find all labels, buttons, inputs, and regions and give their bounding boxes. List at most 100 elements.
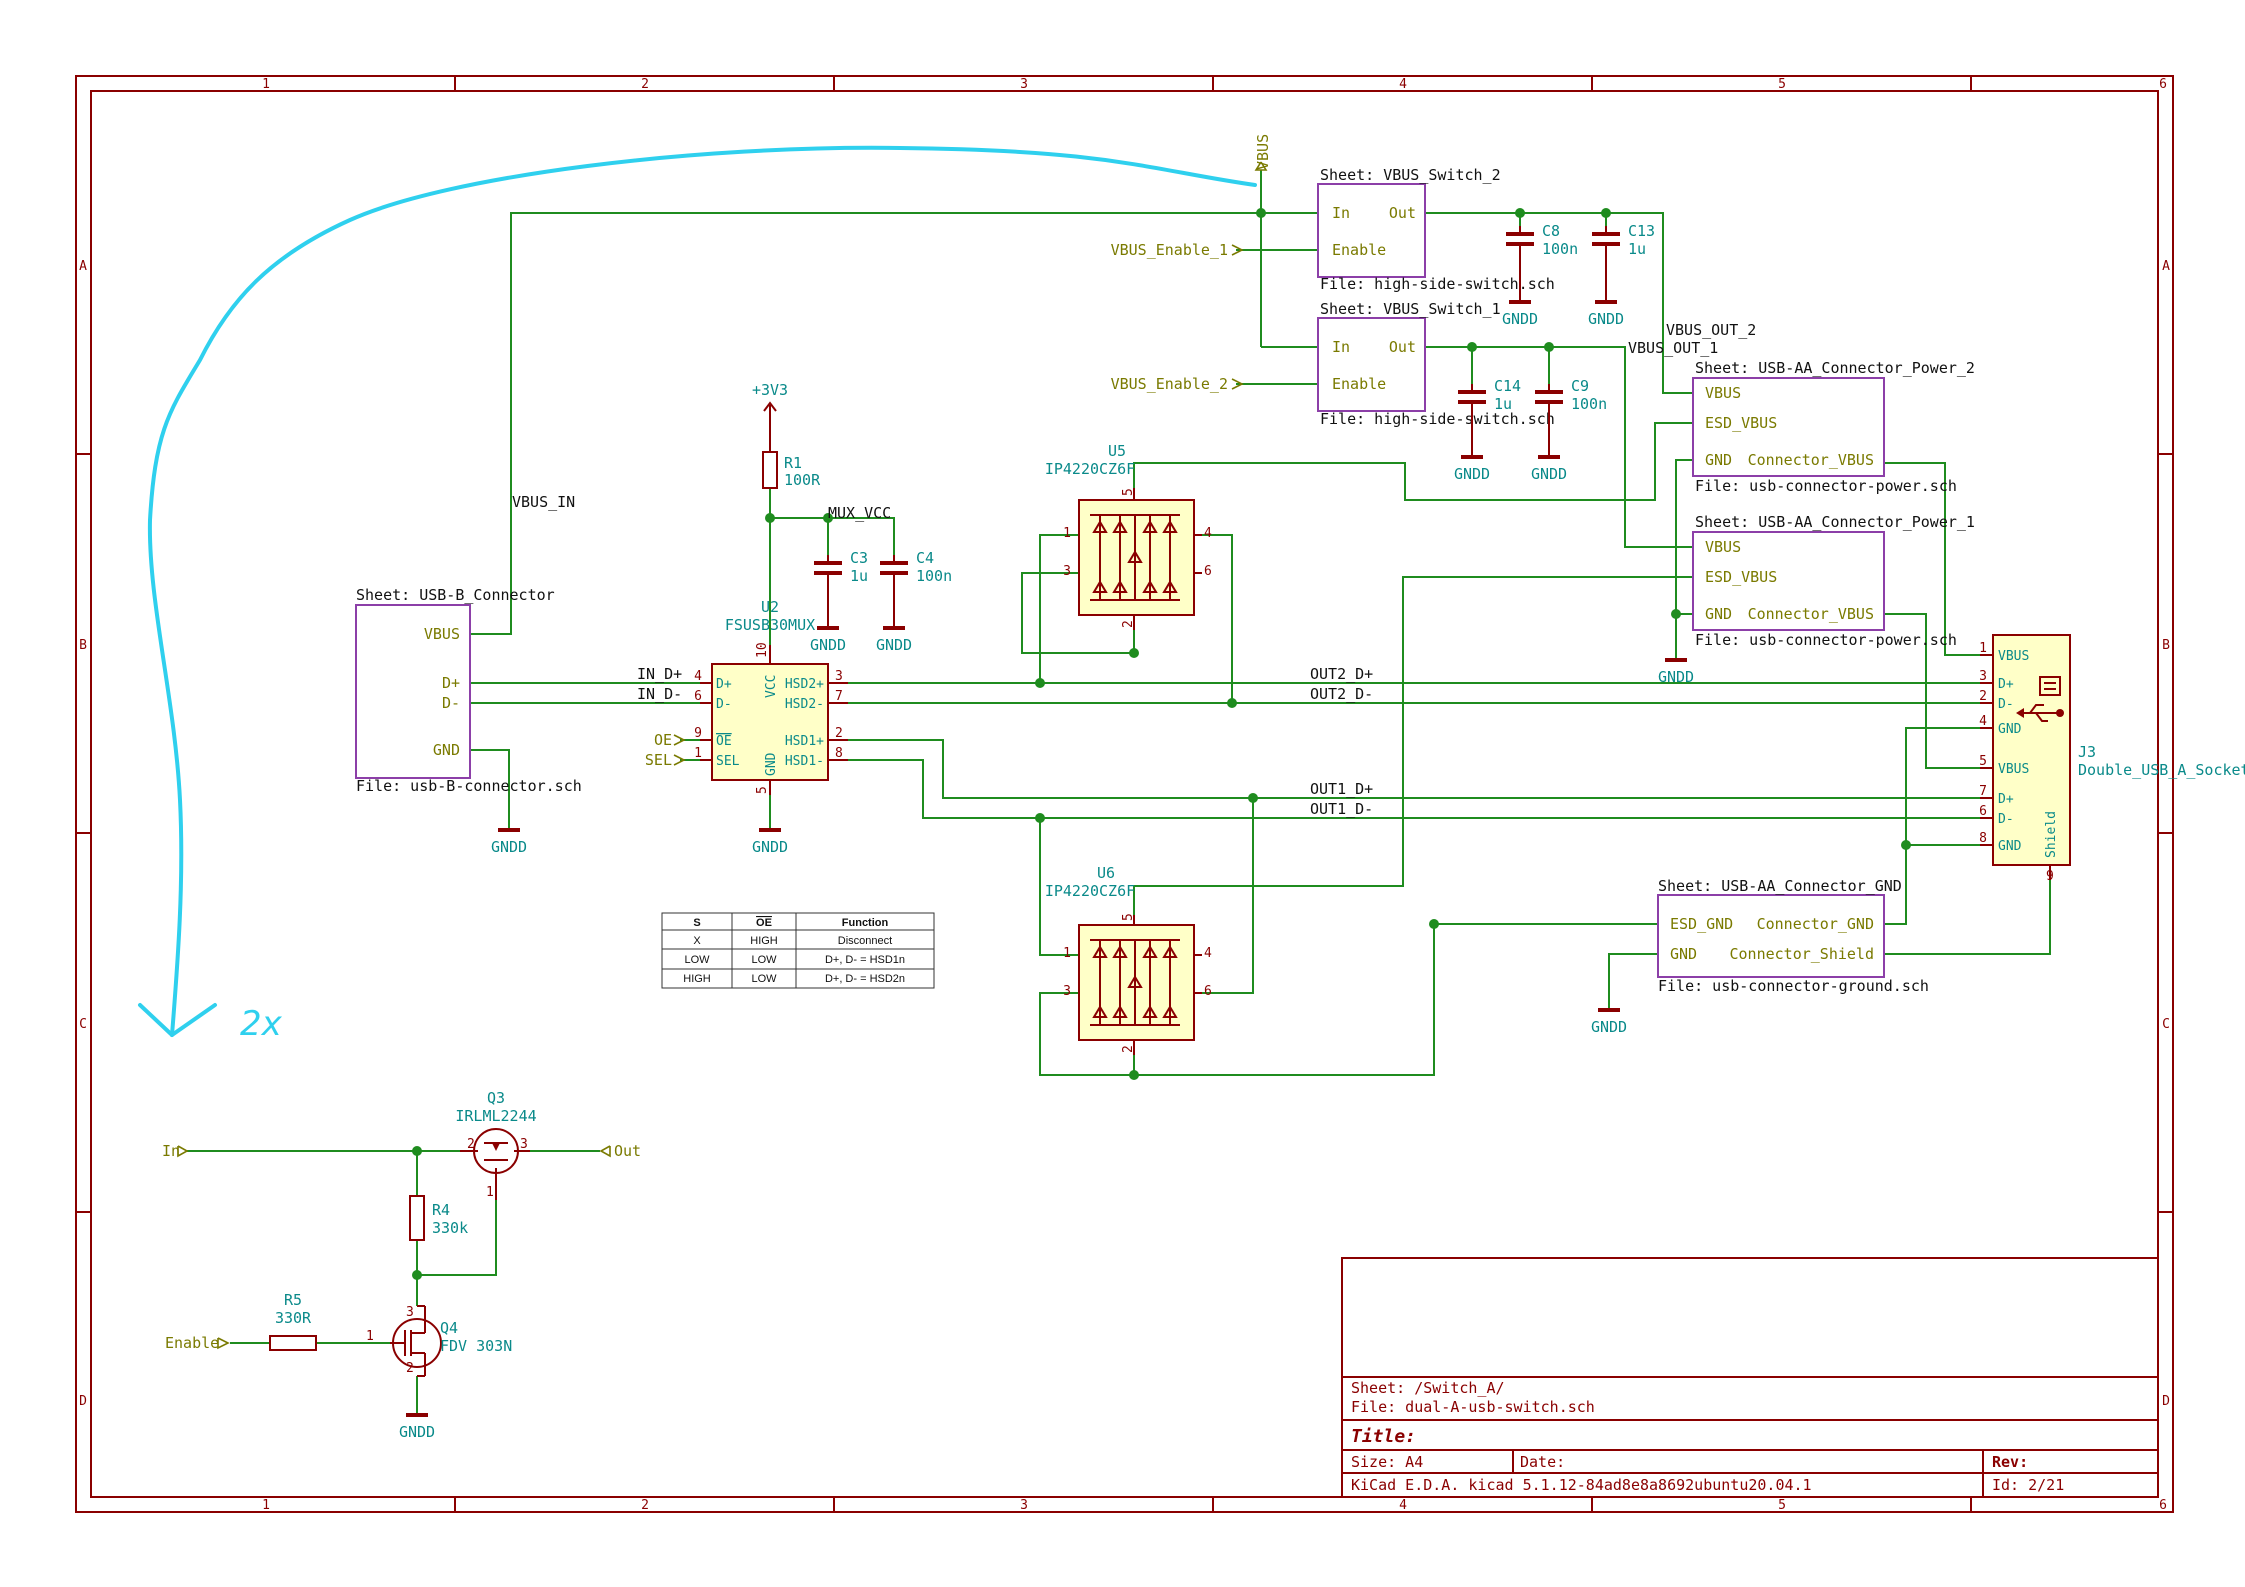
mosfet-q3[interactable]: 2 3 1 Q3 IRLML2244 <box>455 1089 537 1200</box>
svg-text:1: 1 <box>1063 526 1071 541</box>
mosfet-q4[interactable]: 1 3 2 Q4 FDV 303N <box>366 1305 512 1377</box>
tb-rev: Rev: <box>1992 1453 2028 1471</box>
usb-b-pin-vbus: VBUS <box>424 625 460 643</box>
net-labels: VBUS VBUS_IN VBUS_OUT_2 VBUS_OUT_1 VBUS_… <box>512 134 1756 818</box>
sheet-pwr1-file: File: usb-connector-power.sch <box>1695 631 1957 649</box>
tt-r2-fn: D+, D- = HSD1n <box>825 954 905 966</box>
truth-table: S OE Function X HIGH Disconnect LOW LOW … <box>661 912 935 989</box>
pwr1-pin-esd: ESD_VBUS <box>1705 568 1777 586</box>
c13-ref: C13 <box>1628 222 1655 240</box>
sheet-usb-aa-power-2[interactable]: Sheet: USB-AA_Connector_Power_2 File: us… <box>1692 359 1975 495</box>
svg-text:3: 3 <box>1979 669 1987 684</box>
pwr2-pin-vbus: VBUS <box>1705 384 1741 402</box>
capacitor-c9[interactable]: C9 100n <box>1535 377 1607 457</box>
col-3-bottom: 3 <box>1020 1498 1028 1513</box>
j3-ref: J3 <box>2078 743 2096 761</box>
capacitor-c13[interactable]: C13 1u <box>1592 222 1655 302</box>
u2-pin-hsd1p: HSD1+ <box>785 734 824 749</box>
gndd-c4: GNDD <box>876 636 912 654</box>
out-label: Out <box>614 1142 641 1160</box>
svg-text:7: 7 <box>1979 784 1987 799</box>
capacitor-c4[interactable]: C4 100n <box>880 549 952 628</box>
svg-text:5: 5 <box>1121 913 1136 921</box>
u2-pin-dm: D- <box>716 697 732 712</box>
q4-ref: Q4 <box>440 1319 458 1337</box>
capacitor-c8[interactable]: C8 100n <box>1506 222 1578 302</box>
sheet-vbus-sw1-file: File: high-side-switch.sch <box>1320 410 1555 428</box>
r5-value: 330R <box>275 1309 312 1327</box>
capacitor-c14[interactable]: C14 1u <box>1458 377 1521 457</box>
tb-sheet: Sheet: /Switch_A/ <box>1351 1379 1505 1397</box>
j3-pin-dm-2: D- <box>1998 812 2014 827</box>
c3-value: 1u <box>850 567 868 585</box>
esd-array-u6[interactable]: 1 3 4 6 5 2 U6 IP4220CZ6F <box>1045 864 1212 1055</box>
row-b-right: B <box>2162 638 2170 653</box>
row-c-right: C <box>2162 1017 2170 1032</box>
svg-text:3: 3 <box>406 1305 414 1320</box>
resistor-r5[interactable]: R5 330R <box>269 1291 317 1351</box>
svg-text:2: 2 <box>835 726 843 741</box>
esd-array-u5[interactable]: 1 3 4 6 5 2 U5 IP4220CZ6F <box>1045 442 1212 630</box>
vbus-enable-2-label: VBUS_Enable_2 <box>1111 375 1228 393</box>
connector-j3[interactable]: 1 3 2 4 5 7 6 8 9 VBUS D+ D- GND VBUS D+… <box>1979 634 2245 884</box>
sheet-usb-aa-power-1[interactable]: Sheet: USB-AA_Connector_Power_1 File: us… <box>1692 513 1975 649</box>
r1-ref: R1 <box>784 454 802 472</box>
out2-dm-label: OUT2_D- <box>1310 685 1373 703</box>
col-2-bottom: 2 <box>641 1498 649 1513</box>
hand-annotation: 2x <box>138 145 1257 1044</box>
ic-u2[interactable]: 4 6 9 1 3 7 2 8 10 5 D+ D- OE SEL HSD2+ … <box>694 598 848 795</box>
pwr1-pin-vbus: VBUS <box>1705 538 1741 556</box>
row-c-left: C <box>79 1017 87 1032</box>
col-1-top: 1 <box>262 77 270 92</box>
c8-ref: C8 <box>1542 222 1560 240</box>
pwr1-pin-conn-vbus: Connector_VBUS <box>1748 605 1874 623</box>
wires <box>187 170 2051 1415</box>
svg-text:4: 4 <box>1204 946 1212 961</box>
svg-text:2: 2 <box>1121 1045 1136 1053</box>
u5-diodes <box>1090 514 1180 601</box>
annotation-2x: 2x <box>240 1004 283 1044</box>
out2-dp-label: OUT2_D+ <box>1310 665 1373 683</box>
u6-ref: U6 <box>1097 864 1115 882</box>
in-dm-label: IN_D- <box>637 685 682 703</box>
vbus-sw2-pin-out: Out <box>1389 204 1416 222</box>
svg-text:4: 4 <box>1204 526 1212 541</box>
u2-pin-hsd1m: HSD1- <box>785 754 824 769</box>
svg-text:6: 6 <box>694 689 702 704</box>
r4-value: 330k <box>432 1219 468 1237</box>
svg-text:9: 9 <box>694 726 702 741</box>
tt-r2-oe: LOW <box>751 954 777 966</box>
tt-r1-oe: HIGH <box>750 935 778 947</box>
sheet-vbus-switch-2[interactable]: Sheet: VBUS_Switch_2 File: high-side-swi… <box>1317 166 1555 293</box>
c9-ref: C9 <box>1571 377 1589 395</box>
sheet-usb-b-connector[interactable]: Sheet: USB-B_Connector File: usb-B-conne… <box>355 586 582 795</box>
u2-pin-dp: D+ <box>716 677 732 692</box>
gndd-c13: GNDD <box>1588 310 1624 328</box>
vbus-in-label: VBUS_IN <box>512 493 575 511</box>
pwr1-pin-gnd: GND <box>1705 605 1732 623</box>
sheet-usb-aa-connector-gnd[interactable]: Sheet: USB-AA_Connector_GND File: usb-co… <box>1657 877 1929 995</box>
resistor-r1[interactable]: R1 100R <box>762 413 821 489</box>
capacitor-c3[interactable]: C3 1u <box>814 549 868 628</box>
junctions <box>412 208 1911 1280</box>
sheet-vbus-switch-1[interactable]: Sheet: VBUS_Switch_1 File: high-side-swi… <box>1317 300 1555 428</box>
vbus-top-label: VBUS <box>1254 134 1272 170</box>
power-symbols: +3V3 GNDD GNDD GNDD GNDD GNDD GNDD GNDD … <box>399 300 1694 1441</box>
vbus-sw1-pin-enable: Enable <box>1332 375 1386 393</box>
svg-text:6: 6 <box>1204 984 1212 999</box>
svg-text:8: 8 <box>1979 831 1987 846</box>
u2-pin-hsd2p: HSD2+ <box>785 677 824 692</box>
svg-text:8: 8 <box>835 746 843 761</box>
label-out: Out <box>599 1142 641 1160</box>
vbus-sw1-pin-out: Out <box>1389 338 1416 356</box>
in-dp-label: IN_D+ <box>637 665 682 683</box>
j3-pin-gnd-2: GND <box>1998 839 2022 854</box>
c14-ref: C14 <box>1494 377 1521 395</box>
mux-vcc-label: MUX_VCC <box>828 504 891 522</box>
sheet-gnd-name: Sheet: USB-AA_Connector_GND <box>1658 877 1902 895</box>
resistor-r4[interactable]: R4 330k <box>409 1195 468 1241</box>
j3-pin-vbus-2: VBUS <box>1998 762 2029 777</box>
gndsheet-pin-shield: Connector_Shield <box>1730 945 1875 963</box>
col-6-top: 6 <box>2159 77 2167 92</box>
